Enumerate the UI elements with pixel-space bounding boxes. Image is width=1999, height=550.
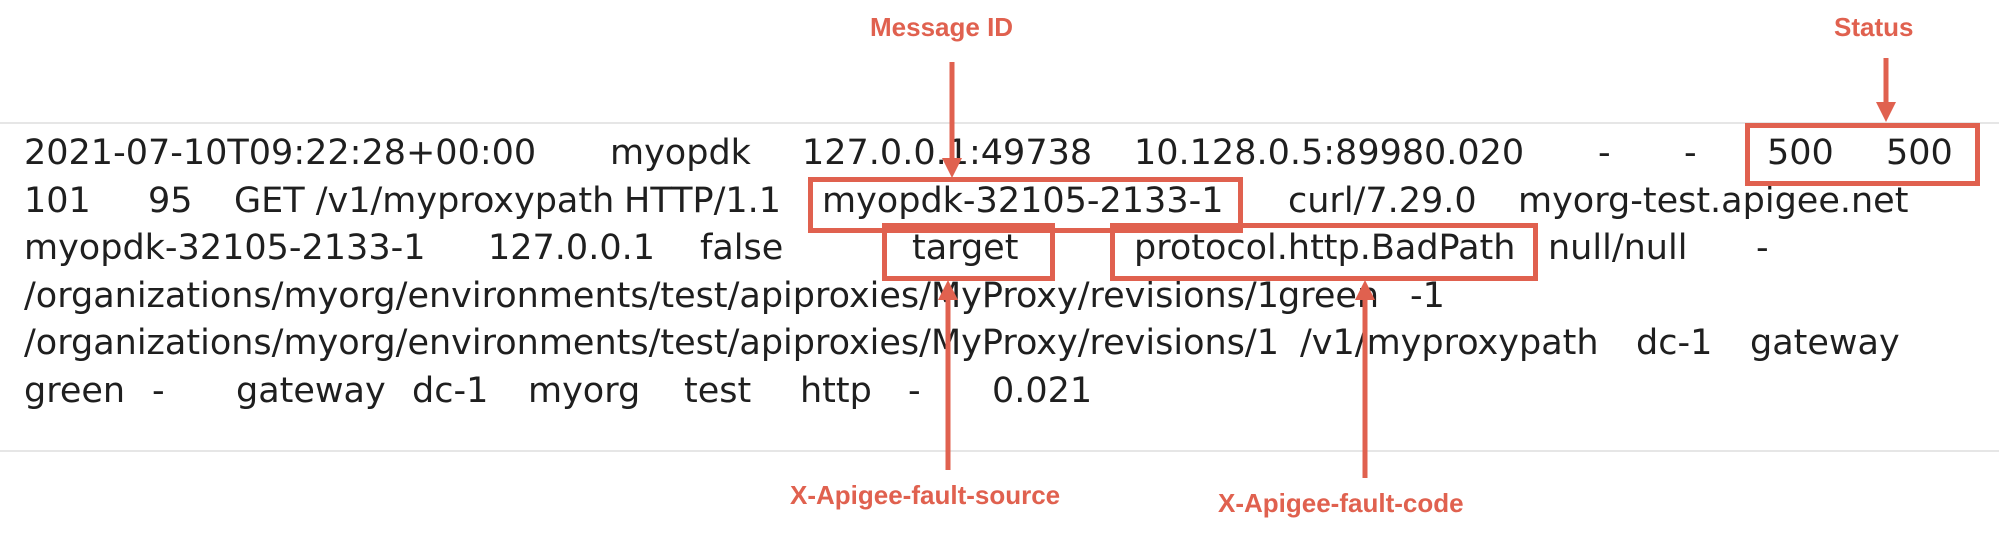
log-line-5: /organizations/myorg/environments/test/a…	[24, 320, 1984, 368]
log-line-1: 2021-07-10T09:22:28+00:00 myopdk 127.0.0…	[24, 130, 1984, 178]
bottom-divider	[0, 450, 1999, 452]
timestamp: 2021-07-10T09:22:28+00:00	[24, 133, 537, 173]
dash-field: -	[908, 370, 921, 411]
top-divider	[0, 122, 1999, 124]
region: dc-1	[412, 370, 489, 411]
message-id-repeat: myopdk-32105-2133-1	[24, 228, 426, 268]
user-agent: curl/7.29.0	[1288, 180, 1477, 221]
null-field: null/null	[1548, 228, 1688, 268]
local-address: 127.0.0.1	[488, 228, 655, 268]
status-callout: Status	[1834, 12, 1914, 42]
dash-field: -	[1756, 228, 1769, 268]
log-line-6: green - gateway dc-1 myorg test http - 0…	[24, 368, 1984, 416]
flag-field: false	[700, 228, 784, 268]
request-line: GET /v1/myproxypath	[234, 180, 615, 221]
pod-name: myopdk	[610, 133, 751, 173]
fault-source-highlight-box	[882, 223, 1055, 281]
color-field: green	[24, 370, 126, 411]
host: myorg-test.apigee.net	[1518, 180, 1909, 221]
log-line-4: /organizations/myorg/environments/test/a…	[24, 273, 1984, 321]
protocol: HTTP/1.1	[624, 180, 782, 221]
upstream-status-code: 500	[1886, 133, 1953, 173]
dash-field: -	[1598, 133, 1611, 173]
fault-code: protocol.http.BadPath	[1134, 228, 1516, 268]
fault-source: target	[912, 228, 1019, 268]
dash-field: -	[152, 370, 165, 411]
pod-type: gateway	[1750, 323, 1900, 363]
log-line-3: myopdk-32105-2133-1 127.0.0.1 false targ…	[24, 225, 1984, 273]
fault-code-highlight-box	[1110, 223, 1538, 281]
log-line-2: 101 95 GET /v1/myproxypath HTTP/1.1 myop…	[24, 178, 1984, 226]
proxy-revision-path: /organizations/myorg/environments/test/a…	[24, 275, 1279, 316]
target-address: 10.128.0.5:8998	[1134, 133, 1425, 173]
fault-code-callout: X-Apigee-fault-code	[1218, 488, 1464, 518]
response-time: 0.020	[1424, 133, 1525, 173]
region: dc-1	[1636, 323, 1713, 363]
organization: myorg	[528, 370, 641, 411]
access-log-entry: 2021-07-10T09:22:28+00:00 myopdk 127.0.0…	[24, 130, 1984, 415]
request-bytes: 101	[24, 180, 91, 221]
status-highlight-box	[1745, 123, 1980, 186]
status-code: 500	[1767, 133, 1834, 173]
pod-type: gateway	[236, 370, 386, 411]
dash-field: -	[1684, 133, 1697, 173]
proxy-revision-path: /organizations/myorg/environments/test/a…	[24, 323, 1279, 363]
total-time: 0.021	[992, 370, 1093, 411]
message-id: myopdk-32105-2133-1	[822, 180, 1224, 221]
numeric-field: -1	[1410, 275, 1445, 316]
response-bytes: 95	[148, 180, 193, 221]
base-path: /v1/myproxypath	[1300, 323, 1599, 363]
fault-source-callout: X-Apigee-fault-source	[790, 480, 1061, 510]
message-id-callout: Message ID	[870, 12, 1014, 42]
scheme: http	[800, 370, 872, 411]
environment: test	[684, 370, 752, 411]
message-id-highlight-box	[808, 177, 1243, 233]
